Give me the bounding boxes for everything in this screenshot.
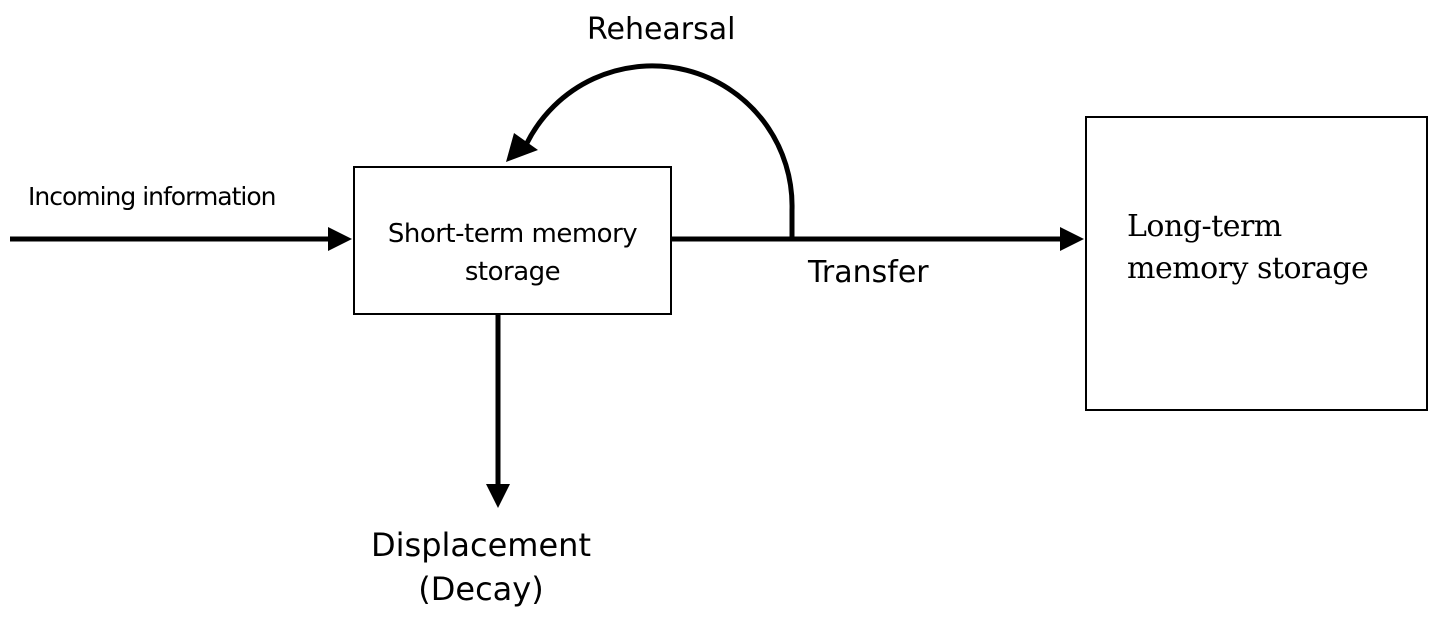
displacement-line-1: Displacement [371, 526, 591, 564]
short-term-memory-box: Short-term memory storage [353, 166, 672, 315]
long-term-memory-label: Long-term memory storage [1127, 206, 1426, 290]
long-term-memory-box: Long-term memory storage [1085, 116, 1428, 411]
short-term-line-1: Short-term memory [387, 219, 638, 249]
short-term-memory-label: Short-term memory storage [355, 215, 670, 291]
displacement-line-2: (Decay) [418, 570, 544, 608]
long-term-line-2: memory storage [1127, 251, 1369, 286]
rehearsal-arrowhead [506, 133, 538, 162]
long-term-line-1: Long-term [1127, 209, 1282, 244]
incoming-information-label: Incoming information [28, 182, 277, 211]
rehearsal-label: Rehearsal [587, 12, 736, 47]
transfer-arrowhead [1060, 227, 1084, 251]
displacement-label: Displacement (Decay) [371, 523, 591, 611]
incoming-arrowhead [328, 227, 352, 251]
short-term-line-2: storage [464, 257, 561, 287]
transfer-label: Transfer [808, 255, 929, 290]
displacement-arrowhead [486, 484, 510, 508]
rehearsal-loop-arrow [524, 63, 795, 239]
